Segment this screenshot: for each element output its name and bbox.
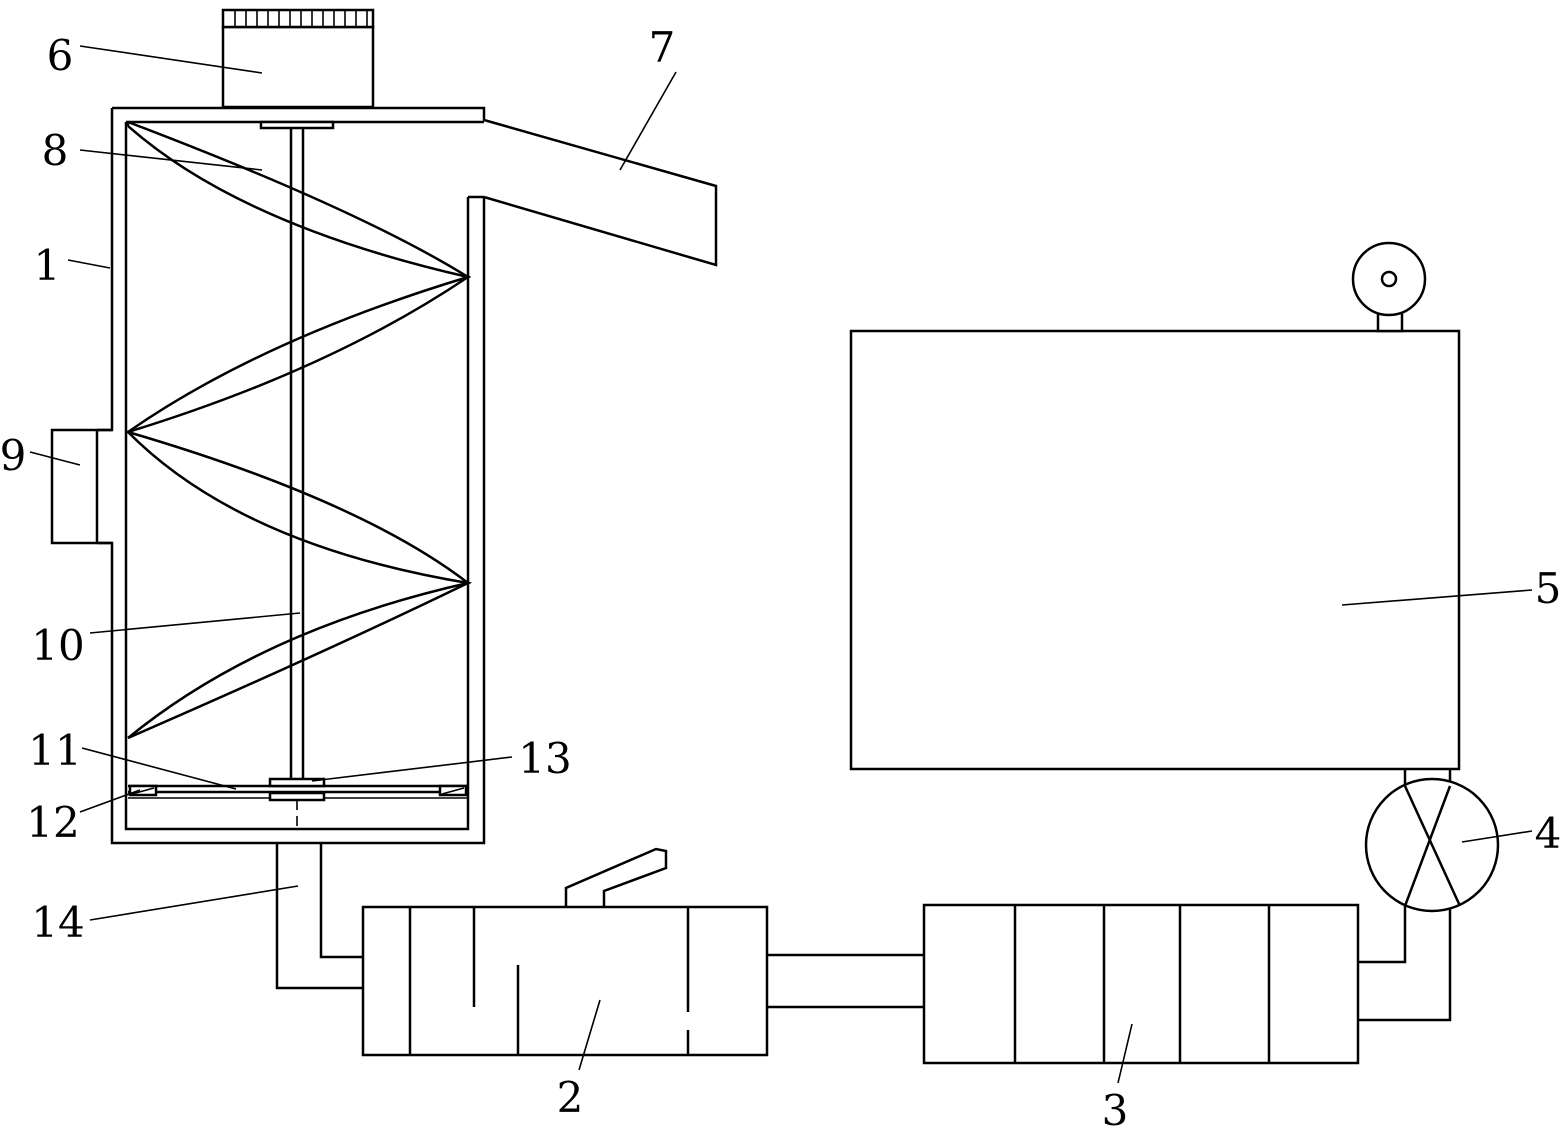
filter-plate-11 bbox=[128, 777, 468, 802]
label-6: 6 bbox=[47, 31, 74, 80]
spiral-blade-8 bbox=[125, 120, 473, 740]
label-1: 1 bbox=[34, 241, 61, 290]
label-4: 4 bbox=[1535, 809, 1562, 858]
part-labels: 6 7 8 1 9 10 11 12 13 14 5 4 2 3 bbox=[0, 23, 1562, 1135]
label-12: 12 bbox=[26, 798, 79, 847]
discharge-pipe-14 bbox=[275, 843, 363, 990]
label-3: 3 bbox=[1102, 1086, 1129, 1134]
connecting-pipe bbox=[767, 953, 924, 1009]
treatment-tank-2 bbox=[361, 847, 769, 1057]
feed-chute-7 bbox=[483, 118, 718, 267]
motor-6 bbox=[221, 8, 375, 109]
label-2: 2 bbox=[557, 1073, 584, 1122]
side-outlet-9 bbox=[50, 428, 112, 545]
label-7: 7 bbox=[649, 23, 676, 72]
storage-tank-5 bbox=[849, 241, 1461, 771]
label-5: 5 bbox=[1535, 564, 1562, 613]
label-13: 13 bbox=[518, 734, 571, 783]
shaft-10 bbox=[259, 120, 335, 829]
pump-4 bbox=[1364, 769, 1500, 913]
label-11: 11 bbox=[28, 726, 81, 775]
label-14: 14 bbox=[31, 898, 84, 947]
label-8: 8 bbox=[42, 126, 69, 175]
treatment-unit-3 bbox=[922, 903, 1360, 1065]
label-10: 10 bbox=[31, 621, 84, 670]
label-9: 9 bbox=[0, 431, 26, 480]
return-pipe bbox=[1358, 905, 1452, 1022]
leader-lines bbox=[29, 45, 1533, 1084]
